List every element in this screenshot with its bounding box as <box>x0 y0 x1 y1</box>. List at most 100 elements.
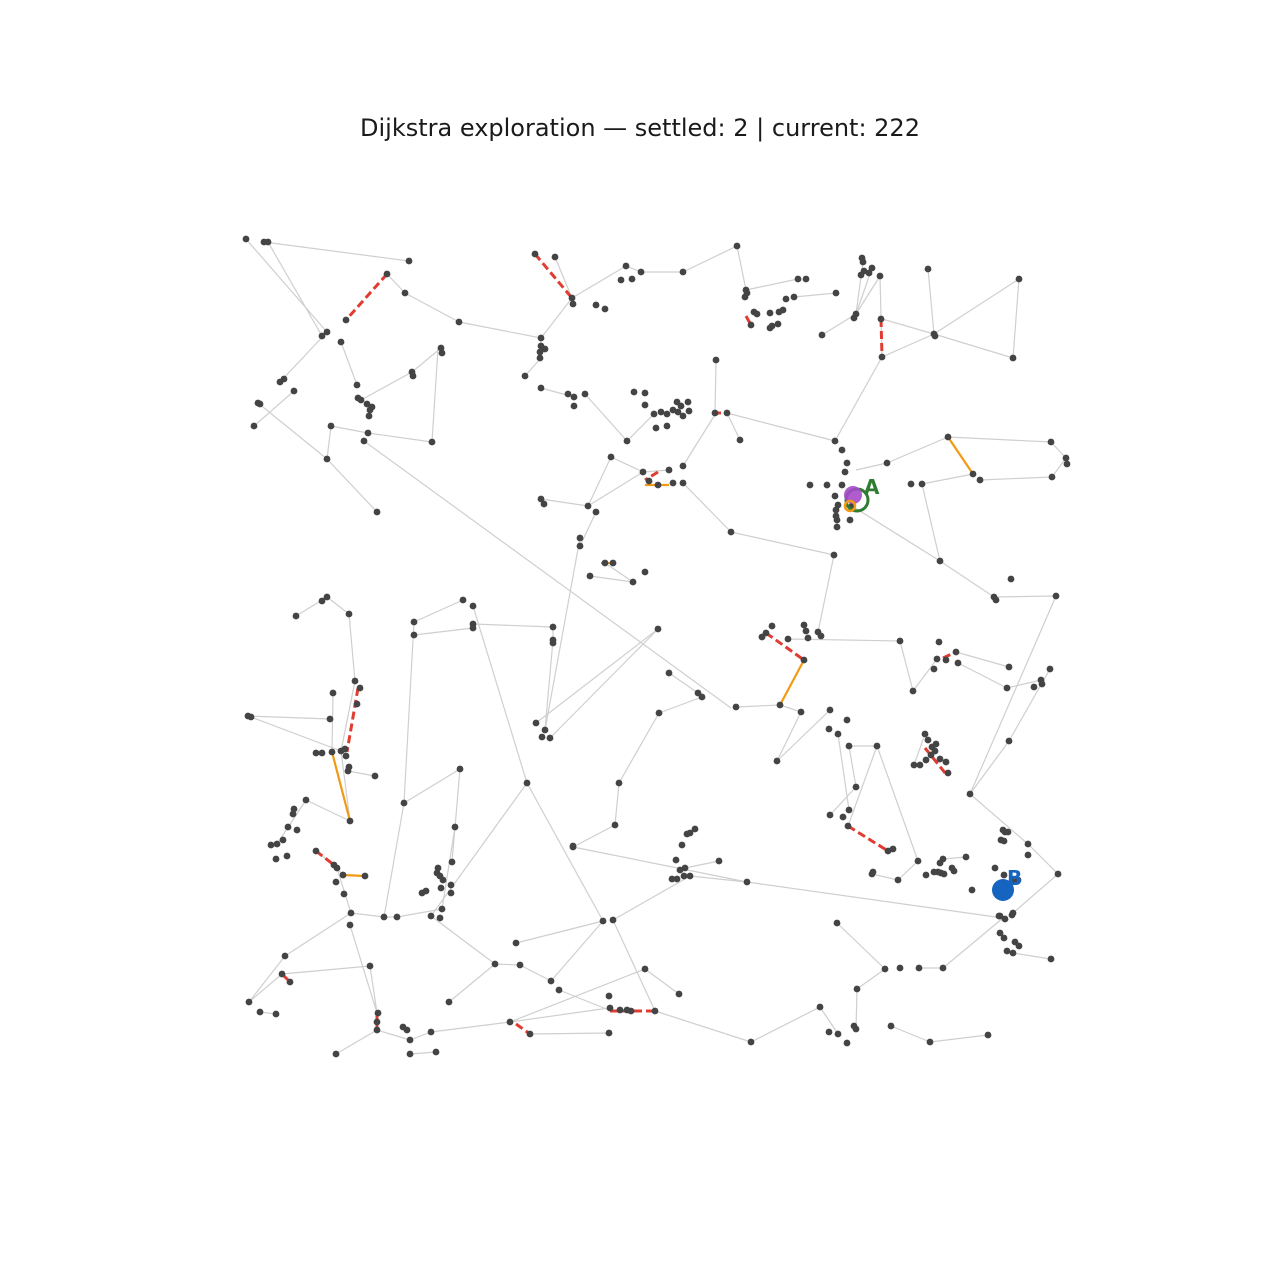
graph-node <box>936 859 944 867</box>
settled-node-marker <box>843 499 857 513</box>
graph-edge <box>969 595 1057 795</box>
graph-node <box>962 853 970 861</box>
graph-node <box>691 825 699 833</box>
graph-node <box>371 772 379 780</box>
graph-edge <box>921 483 941 562</box>
graph-edge <box>899 640 914 692</box>
graph-node <box>723 409 731 417</box>
graph-node <box>615 779 623 787</box>
graph-node <box>292 612 300 620</box>
graph-edge <box>472 623 554 628</box>
graph-edge <box>572 824 616 848</box>
graph-node <box>346 921 354 929</box>
graph-edge <box>550 920 604 982</box>
graph-node <box>826 706 834 714</box>
graph-node <box>599 917 607 925</box>
graph-edge <box>682 412 717 467</box>
graph-edge <box>993 595 1057 598</box>
graph-node <box>878 353 886 361</box>
graph-edge <box>856 968 886 990</box>
graph-node <box>448 858 456 866</box>
graph-edge <box>851 505 941 562</box>
graph-node <box>383 270 391 278</box>
graph-node <box>328 748 336 756</box>
graph-edge <box>409 1051 437 1055</box>
graph-node <box>784 635 792 643</box>
graph-node <box>776 701 784 709</box>
graph-node <box>825 1028 833 1036</box>
graph-node <box>366 962 374 970</box>
graph-node <box>876 272 884 280</box>
graph-edge <box>913 733 926 766</box>
graph-edge <box>540 297 573 339</box>
graph-node <box>393 913 401 921</box>
graph-edge <box>336 867 352 914</box>
graph-node <box>930 665 938 673</box>
graph-node <box>356 684 364 692</box>
graph-edge <box>929 1034 989 1043</box>
graph-edge <box>969 793 1029 845</box>
graph-node <box>936 755 944 763</box>
graph-node <box>576 534 584 542</box>
graph-node <box>576 542 584 550</box>
graph-node <box>887 1022 895 1030</box>
graph-node <box>439 876 447 884</box>
graph-edge <box>881 333 935 358</box>
graph-node <box>873 742 881 750</box>
graph-edge <box>912 658 938 692</box>
graph-node <box>952 648 960 656</box>
graph-edge <box>331 692 334 753</box>
graph-edge <box>942 917 1004 969</box>
graph-node <box>969 470 977 478</box>
graph-edge <box>726 412 836 442</box>
graph-node <box>1000 837 1008 845</box>
graph-edge <box>554 256 573 299</box>
graph-edge <box>714 359 717 414</box>
graph-edge <box>612 875 691 921</box>
graph-edge <box>684 860 720 869</box>
graph-node <box>766 309 774 317</box>
graph-node <box>428 438 436 446</box>
graph-node <box>907 480 915 488</box>
graph-node <box>531 250 539 258</box>
graph-node <box>1003 947 1011 955</box>
graph-node <box>826 811 834 819</box>
graph-edge <box>871 873 899 881</box>
graph-node <box>351 677 359 685</box>
graph-node <box>1038 680 1046 688</box>
graph-node <box>267 841 275 849</box>
graph-node <box>942 758 950 766</box>
graph-node <box>360 437 368 445</box>
graph-node <box>839 813 847 821</box>
graph-node <box>592 508 600 516</box>
graph-node <box>302 796 310 804</box>
graph-edge <box>276 799 307 845</box>
graph-edge <box>253 390 295 427</box>
graph-edge <box>326 458 378 513</box>
graph-node <box>844 822 852 830</box>
frontier-edge <box>744 315 753 326</box>
graph-node <box>342 752 350 760</box>
graph-edge <box>383 802 405 918</box>
graph-node <box>564 390 572 398</box>
graph-node <box>339 871 347 879</box>
graph-edge <box>263 241 410 262</box>
graph-node <box>256 400 264 408</box>
graph-node <box>800 621 808 629</box>
frontier-edge <box>315 849 335 867</box>
graph-node <box>841 468 849 476</box>
graph-node <box>617 276 625 284</box>
graph-node <box>363 400 371 408</box>
graph-edge <box>847 745 878 827</box>
graph-node <box>541 726 549 734</box>
graph-node <box>290 387 298 395</box>
graph-node <box>654 625 662 633</box>
graph-node <box>250 422 258 430</box>
graph-node <box>927 751 935 759</box>
graph-node <box>672 856 680 864</box>
graph-node <box>681 864 689 872</box>
graph-node <box>506 1018 514 1026</box>
graph-edge <box>494 963 521 966</box>
graph-node <box>337 338 345 346</box>
graph-node <box>537 334 545 342</box>
